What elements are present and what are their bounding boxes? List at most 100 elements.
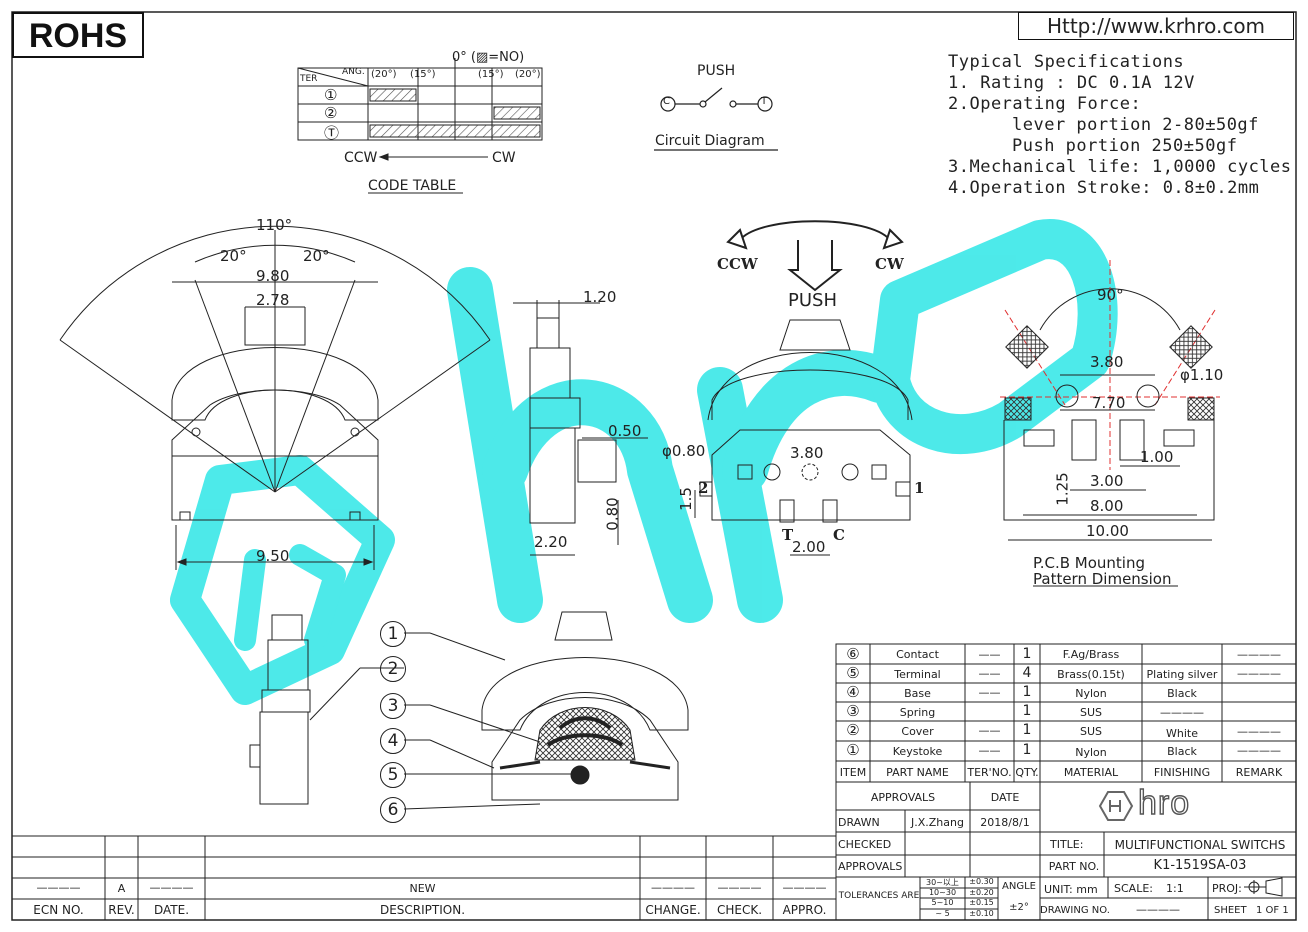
part-no-label: PART NO. bbox=[1048, 860, 1100, 873]
bom-row-6-remark: ———— bbox=[1237, 648, 1281, 661]
dim-pcb-angle: 90° bbox=[1097, 286, 1124, 304]
pin-t-label: T bbox=[782, 526, 794, 544]
dim-arc-angle: 110° bbox=[256, 216, 293, 234]
rev-header-description: DESCRIPTION. bbox=[379, 903, 466, 917]
drawn-name: J.X.Zhang bbox=[911, 816, 964, 829]
bom-header-ter-no: TER'NO. bbox=[967, 766, 1012, 779]
spec-line-4: Push portion 250±50gf bbox=[1012, 136, 1238, 156]
circuit-push-label: PUSH bbox=[697, 63, 736, 79]
dim-pcb-mid: 8.00 bbox=[1090, 497, 1124, 515]
dim-left-angle: 20° bbox=[220, 247, 247, 265]
bom-row-1-name: Keystoke bbox=[892, 745, 943, 758]
callout-4: 4 bbox=[380, 728, 406, 754]
bom-row-5-name: Terminal bbox=[894, 668, 941, 681]
rev-row-appro: ———— bbox=[782, 881, 827, 894]
bom-row-5-no: ⑤ bbox=[846, 664, 860, 682]
rev-header-rev: REV. bbox=[108, 903, 135, 917]
pin-c-label: C bbox=[833, 526, 845, 544]
bom-row-4-material: Nylon bbox=[1075, 687, 1107, 700]
bom-row-1-finishing: Black bbox=[1167, 745, 1197, 758]
tol-range-3: 5~10 bbox=[931, 898, 954, 907]
side-view bbox=[513, 300, 648, 556]
hro-logo-icon bbox=[1098, 791, 1134, 821]
dim-terminal-pitch: 3.80 bbox=[790, 444, 824, 462]
pin-1-label: 1 bbox=[914, 479, 925, 497]
dim-side-base: 2.20 bbox=[534, 533, 568, 551]
dim-width-top: 9.80 bbox=[256, 267, 290, 285]
bom-row-2-no: ② bbox=[846, 721, 860, 739]
rev-row-rev: A bbox=[117, 882, 126, 895]
rev-row-date: ———— bbox=[149, 881, 194, 894]
dim-hole-dia: φ0.80 bbox=[662, 442, 706, 460]
bom-row-3-no: ③ bbox=[846, 702, 860, 720]
hro-watermark bbox=[170, 219, 1118, 705]
bom-row-6-qty: 1 bbox=[1022, 646, 1032, 662]
bom-row-2-finishing: White bbox=[1166, 727, 1198, 740]
circuit-terminal-t: T bbox=[761, 96, 768, 107]
code-table-row-t: Ⓣ bbox=[324, 124, 340, 142]
revision-grid bbox=[12, 835, 836, 920]
bom-header-part-name: PART NAME bbox=[886, 766, 949, 779]
sheet-label: SHEET bbox=[1214, 905, 1247, 916]
tol-range-1: 30~以上 bbox=[926, 878, 959, 887]
pin-2-label: 2 bbox=[698, 479, 709, 497]
part-no: K1-1519SA-03 bbox=[1153, 858, 1247, 873]
dim-pcb-span: 7.70 bbox=[1092, 394, 1126, 412]
tol-value-4: ±0.10 bbox=[969, 909, 994, 918]
bom-row-1-qty: 1 bbox=[1022, 742, 1032, 758]
bom-row-5-qty: 4 bbox=[1022, 665, 1032, 681]
dim-pcb-pitch: 3.80 bbox=[1090, 353, 1124, 371]
sheet-border bbox=[11, 11, 1297, 921]
rohs-badge: ROHS bbox=[12, 12, 144, 58]
code-table-legend: 0° (▨=NO) bbox=[452, 50, 525, 65]
bom-header-material: MATERIAL bbox=[1063, 766, 1119, 779]
dim-pcb-inner: 3.00 bbox=[1090, 472, 1124, 490]
rev-row-check: ———— bbox=[717, 881, 762, 894]
bom-row-3-qty: 1 bbox=[1022, 703, 1032, 719]
code-table-row-1: ① bbox=[324, 86, 338, 104]
rev-header-ecn: ECN NO. bbox=[33, 903, 84, 917]
bom-header-remark: REMARK bbox=[1235, 766, 1283, 779]
terminal-cw-label: CW bbox=[875, 255, 904, 273]
code-table bbox=[297, 58, 543, 194]
title-block-grid bbox=[835, 781, 1297, 921]
dim-side-offset: 0.50 bbox=[608, 422, 642, 440]
tolerances-label: TOLERANCES ARE bbox=[838, 891, 920, 901]
bom-row-4-no: ④ bbox=[846, 683, 860, 701]
bom-header-item: ITEM bbox=[839, 766, 867, 779]
company-url[interactable]: Http://www.krhro.com bbox=[1018, 12, 1294, 40]
rev-header-date: DATE. bbox=[153, 903, 190, 917]
bom-row-5-finishing: Plating silver bbox=[1146, 668, 1218, 681]
bom-row-6-name: Contact bbox=[896, 648, 939, 661]
rev-header-appro: APPRO. bbox=[782, 903, 827, 917]
dim-pcb-height: 1.25 bbox=[1053, 472, 1072, 506]
angle-label: ANGLE bbox=[1002, 881, 1036, 892]
terminal-view bbox=[694, 220, 913, 556]
callout-3: 3 bbox=[380, 693, 406, 719]
dim-pin-pitch: 2.00 bbox=[792, 538, 826, 556]
date-header: DATE bbox=[990, 791, 1020, 804]
bom-row-5-ter: —— bbox=[978, 667, 1001, 680]
code-table-angle-4: (20°) bbox=[515, 69, 541, 80]
assembly-section bbox=[249, 611, 689, 810]
tol-value-2: ±0.20 bbox=[969, 888, 994, 897]
spec-line-2: 2.Operating Force: bbox=[948, 94, 1142, 114]
terminal-push-label: PUSH bbox=[788, 290, 837, 311]
drawing-title: MULTIFUNCTIONAL SWITCHS bbox=[1114, 838, 1286, 852]
front-view bbox=[59, 225, 491, 570]
drawing-no-value: ———— bbox=[1136, 903, 1180, 916]
pcb-caption-2: Pattern Dimension bbox=[1033, 570, 1172, 588]
circuit-symbol bbox=[654, 87, 778, 151]
dim-side-top: 1.20 bbox=[583, 288, 617, 306]
bom-row-6-no: ⑥ bbox=[846, 645, 860, 663]
scale-label: SCALE: bbox=[1114, 882, 1153, 895]
callout-2: 2 bbox=[380, 656, 406, 682]
bom-row-2-name: Cover bbox=[901, 725, 934, 738]
bom-row-4-qty: 1 bbox=[1022, 684, 1032, 700]
bom-row-6-material: F.Ag/Brass bbox=[1062, 648, 1120, 661]
bom-row-4-ter: —— bbox=[978, 686, 1001, 699]
callout-5: 5 bbox=[380, 762, 406, 788]
circuit-terminal-c: C bbox=[663, 96, 670, 107]
